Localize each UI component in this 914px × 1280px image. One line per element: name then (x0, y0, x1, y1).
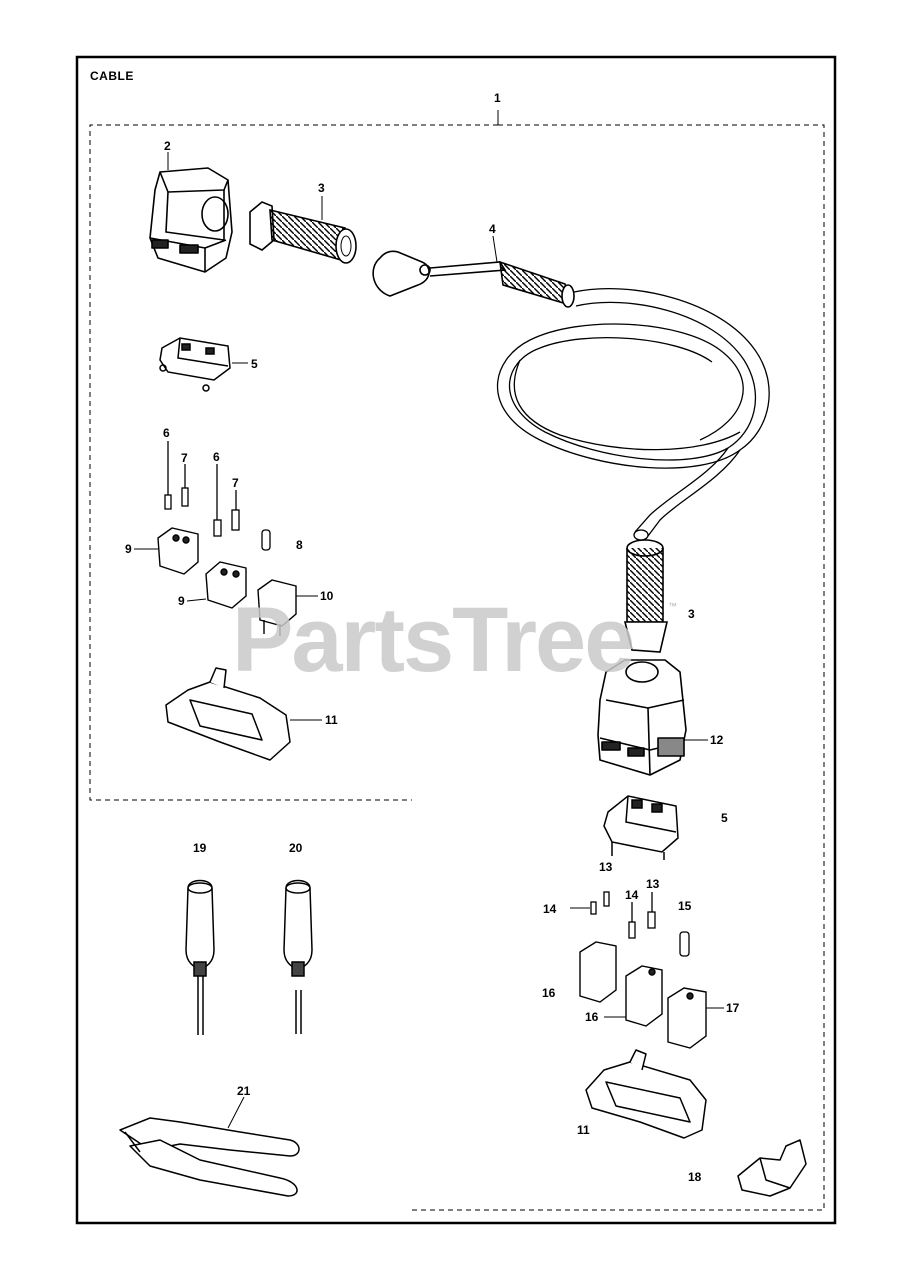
callout-3-upper: 3 (318, 181, 325, 195)
callout-12: 12 (710, 733, 724, 747)
callout-19: 19 (193, 841, 207, 855)
male-inserts (157, 527, 247, 609)
frame-border (75, 55, 837, 1225)
female-inserts (579, 941, 707, 1049)
callout-5-lower: 5 (721, 811, 728, 825)
callout-1: 1 (494, 91, 501, 105)
callout-7-right: 7 (232, 476, 239, 490)
frame-insert-part (159, 337, 231, 392)
cable-head-part (372, 250, 575, 308)
callout-21: 21 (237, 1084, 251, 1098)
screwdriver-20 (283, 879, 313, 1034)
coiled-cable (497, 287, 770, 541)
contact-pins-upper (164, 441, 271, 551)
callout-20: 20 (289, 841, 303, 855)
callout-5-upper: 5 (251, 357, 258, 371)
callout-11-upper: 11 (325, 713, 338, 727)
callout-4: 4 (489, 222, 496, 236)
callout-17: 17 (726, 1001, 740, 1015)
callout-16-left: 16 (542, 986, 556, 1000)
cable-gland-lower-part (623, 539, 669, 653)
callout-9-lower: 9 (178, 594, 185, 608)
callout-18: 18 (688, 1170, 702, 1184)
callout-14-right: 14 (625, 888, 639, 902)
base-housing-lower-part (585, 1049, 707, 1139)
callout-13-upper: 13 (599, 860, 613, 874)
callout-6-left: 6 (163, 426, 170, 440)
watermark-trademark: ™ (668, 601, 677, 611)
cable-gland-part (249, 201, 357, 264)
callout-2: 2 (164, 139, 171, 153)
hood-housing-part (149, 167, 233, 273)
kit-boundary (89, 124, 825, 1211)
insert-part (257, 579, 297, 636)
callout-13-lower: 13 (646, 877, 660, 891)
callout-11-lower: 11 (577, 1123, 590, 1137)
callout-16-right: 16 (585, 1010, 599, 1024)
callout-8: 8 (296, 538, 303, 552)
crimping-pliers (119, 1117, 300, 1197)
watermark-logo: PartsTree (232, 589, 635, 691)
callout-6-right: 6 (213, 450, 220, 464)
callout-3-lower: 3 (688, 607, 695, 621)
callout-15: 15 (678, 899, 692, 913)
contact-pins-lower (590, 891, 690, 957)
callout-10: 10 (320, 589, 334, 603)
diagram-title: CABLE (90, 69, 134, 83)
callout-14-left: 14 (543, 902, 557, 916)
frame-insert-lower-part (603, 795, 679, 860)
lower-hood-housing-part (597, 659, 687, 776)
locking-clip-part (737, 1139, 807, 1197)
callout-7-left: 7 (181, 451, 188, 465)
callout-9-upper: 9 (125, 542, 132, 556)
screwdriver-19 (185, 879, 215, 1035)
base-housing-part (165, 667, 291, 761)
